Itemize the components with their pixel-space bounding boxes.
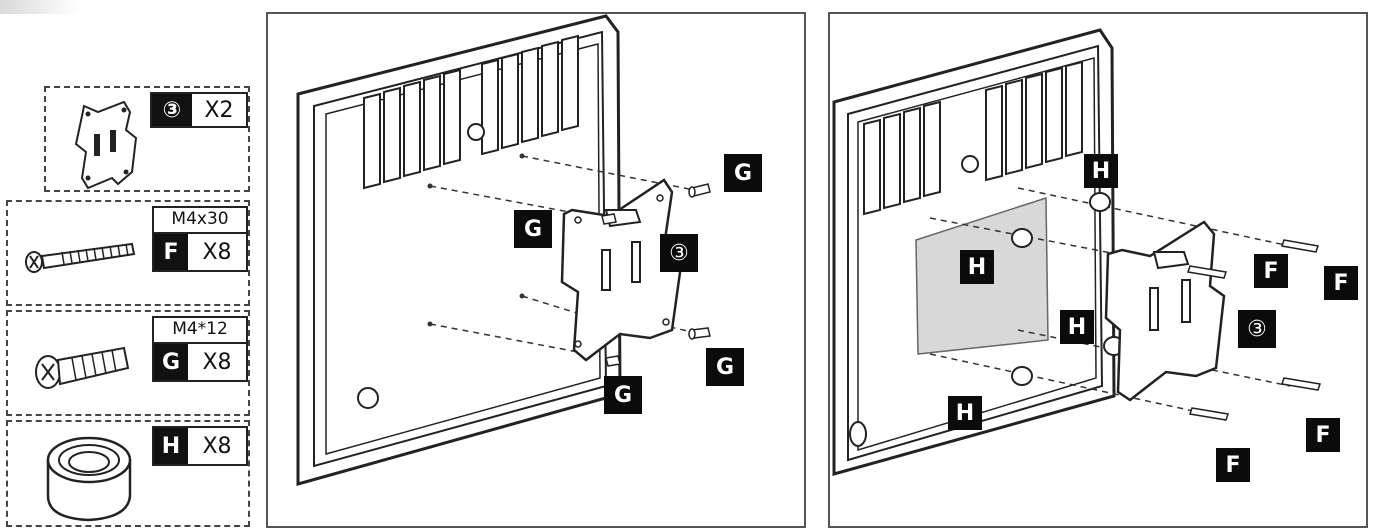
part-f-tag: F X8 (152, 232, 248, 272)
part-f-box: M4x30 F X8 (6, 200, 250, 306)
step2-label-h1: H (1084, 154, 1118, 188)
header-fade (0, 0, 80, 14)
step2-label-plate: ③ (1238, 310, 1276, 348)
step2-label-f4: F (1216, 448, 1250, 482)
step2-label-h4: H (948, 396, 982, 430)
part-h-qty: X8 (202, 433, 232, 459)
part-g-qty: X8 (202, 349, 232, 375)
step2-illustration (832, 28, 1321, 476)
part-f-qty: X8 (202, 239, 232, 265)
step1-label-g2: G (514, 210, 552, 248)
step1-label-plate: ③ (660, 234, 698, 272)
step1-label-g3: G (706, 348, 744, 386)
step2-label-f1: F (1254, 254, 1288, 288)
part-g-box: M4*12 G X8 (6, 310, 250, 416)
part-h-box: H X8 (6, 420, 250, 527)
vesa-plate-icon (74, 100, 138, 190)
part-f-key: F (154, 234, 188, 270)
long-screw-icon (25, 242, 136, 273)
part-plate-key: ③ (152, 94, 192, 126)
part-h-key: H (154, 428, 188, 464)
part-h-tag: H X8 (152, 426, 248, 466)
step1-illustration (296, 14, 711, 486)
part-g-tag: G X8 (152, 342, 248, 382)
step1-panel: G G G G ③ (266, 12, 806, 528)
part-plate-qty: X2 (204, 97, 234, 123)
short-screw-icon (35, 346, 130, 389)
step2-label-h3: H (1060, 310, 1094, 344)
part-g-size: M4*12 (152, 316, 248, 342)
step2-label-h2: H (960, 250, 994, 284)
step1-label-g4: G (604, 376, 642, 414)
step1-label-g1: G (724, 154, 762, 192)
step2-label-f3: F (1306, 418, 1340, 452)
part-g-key: G (154, 344, 188, 380)
part-plate-tag: ③ X2 (150, 92, 248, 128)
step2-panel: H H H H F F F F ③ (828, 12, 1368, 528)
spacer-icon (46, 436, 132, 522)
part-plate-box: ③ X2 (44, 86, 250, 192)
step2-label-f2: F (1324, 266, 1358, 300)
part-f-size: M4x30 (152, 206, 248, 232)
